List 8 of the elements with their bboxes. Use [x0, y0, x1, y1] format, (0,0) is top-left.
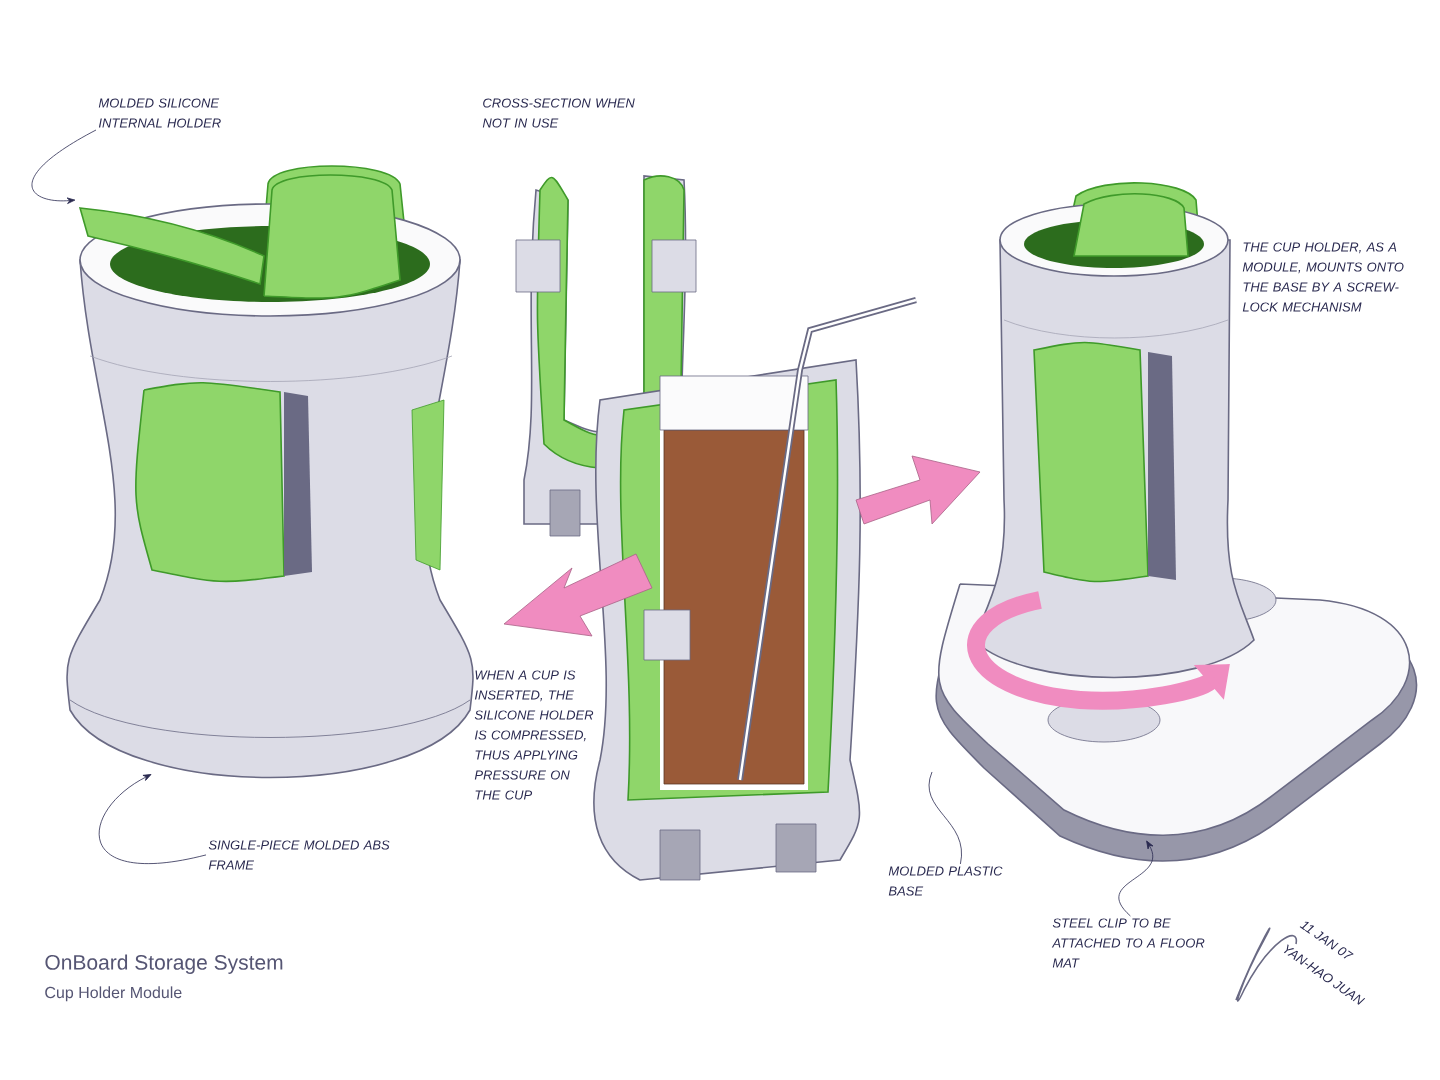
leader-line	[98, 774, 207, 864]
leader-line	[31, 129, 97, 204]
leader-line	[1118, 840, 1154, 917]
leader-line	[928, 771, 962, 865]
cup-holder-drawing	[66, 165, 474, 779]
title-text: OnBoard Storage System	[45, 954, 283, 974]
cup-holder-base-drawing	[935, 182, 1418, 862]
caption-text: Cup Holder Module	[45, 986, 182, 1002]
